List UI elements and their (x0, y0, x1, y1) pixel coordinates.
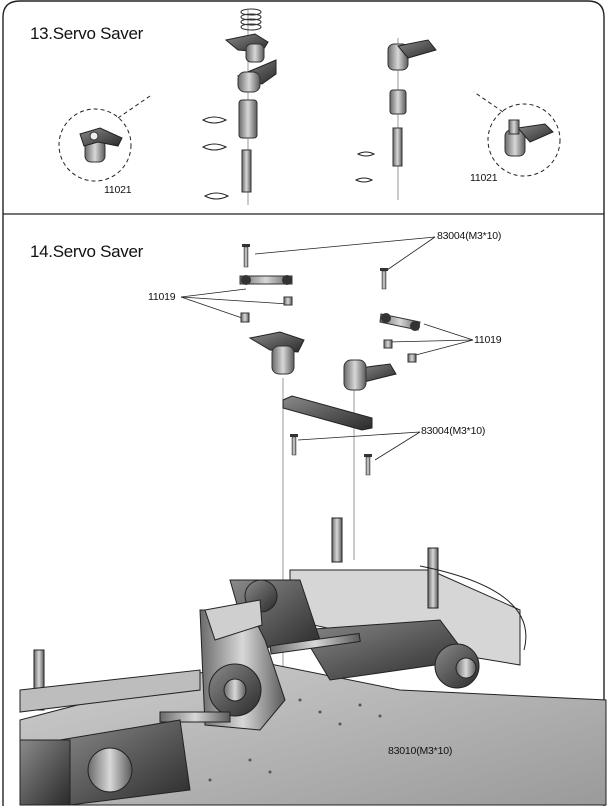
step13-left-part-number: 11021 (104, 184, 132, 196)
step13-left-detail (58, 95, 151, 182)
step13-right-part-number: 11021 (470, 172, 498, 184)
step14-leader-lines (180, 236, 474, 753)
step14-screws-top (242, 244, 388, 290)
ball-link-left-label: 11019 (148, 291, 176, 303)
screw-bottom-label: 83010(M3*10) (388, 745, 453, 757)
step13-right-detail (473, 91, 561, 177)
step14-ball-links (239, 275, 421, 363)
step13-left-exploded-stack (201, 8, 277, 205)
step14-servo-saver (248, 331, 397, 431)
step13-right-exploded-stack (354, 38, 437, 200)
step13-title: 13.Servo Saver (30, 24, 143, 43)
ball-link-right-label: 11019 (474, 334, 502, 346)
screw-top-label: 83004(M3*10) (437, 230, 502, 242)
step14-title: 14.Servo Saver (30, 242, 143, 261)
step14-chassis (19, 517, 607, 806)
screw-mid-label: 83004(M3*10) (421, 425, 486, 437)
